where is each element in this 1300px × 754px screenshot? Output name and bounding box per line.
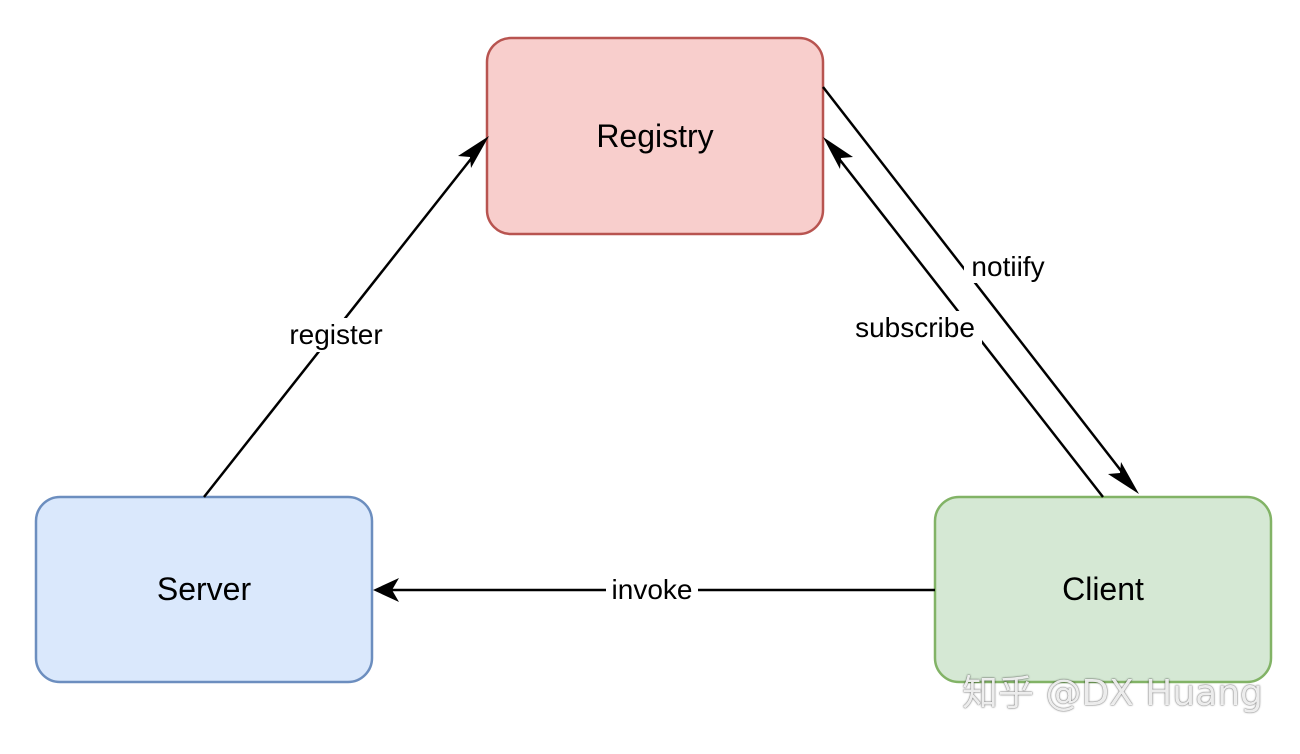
client-label: Client bbox=[1062, 571, 1144, 607]
notify-edge-line bbox=[822, 86, 1130, 482]
invoke-label-bg bbox=[606, 573, 698, 607]
notify-edge-label: notiify bbox=[971, 251, 1044, 282]
registry-box bbox=[485, 36, 825, 236]
registry-node[interactable]: Registry bbox=[485, 36, 825, 236]
subscribe-label-bg bbox=[848, 311, 982, 345]
register-edge-label: register bbox=[289, 319, 382, 350]
invoke-edge: invoke bbox=[373, 573, 935, 607]
subscribe-edge-label: subscribe bbox=[855, 312, 975, 343]
notify-edge: notiify bbox=[822, 86, 1139, 494]
client-node[interactable]: Client bbox=[933, 495, 1273, 684]
watermark-text: 知乎 @DX Huang bbox=[962, 673, 1263, 714]
register-arrowhead bbox=[458, 136, 489, 168]
subscribe-edge: subscribe bbox=[823, 137, 1104, 498]
invoke-arrowhead bbox=[373, 578, 399, 602]
server-label: Server bbox=[157, 571, 252, 607]
register-edge: register bbox=[203, 136, 489, 498]
register-label-bg bbox=[284, 318, 388, 352]
notify-arrowhead bbox=[1108, 462, 1139, 494]
subscribe-arrowhead bbox=[823, 137, 853, 169]
registry-label: Registry bbox=[596, 118, 713, 154]
notify-label-bg bbox=[964, 249, 1054, 283]
server-node[interactable]: Server bbox=[34, 495, 374, 684]
invoke-edge-label: invoke bbox=[612, 574, 693, 605]
